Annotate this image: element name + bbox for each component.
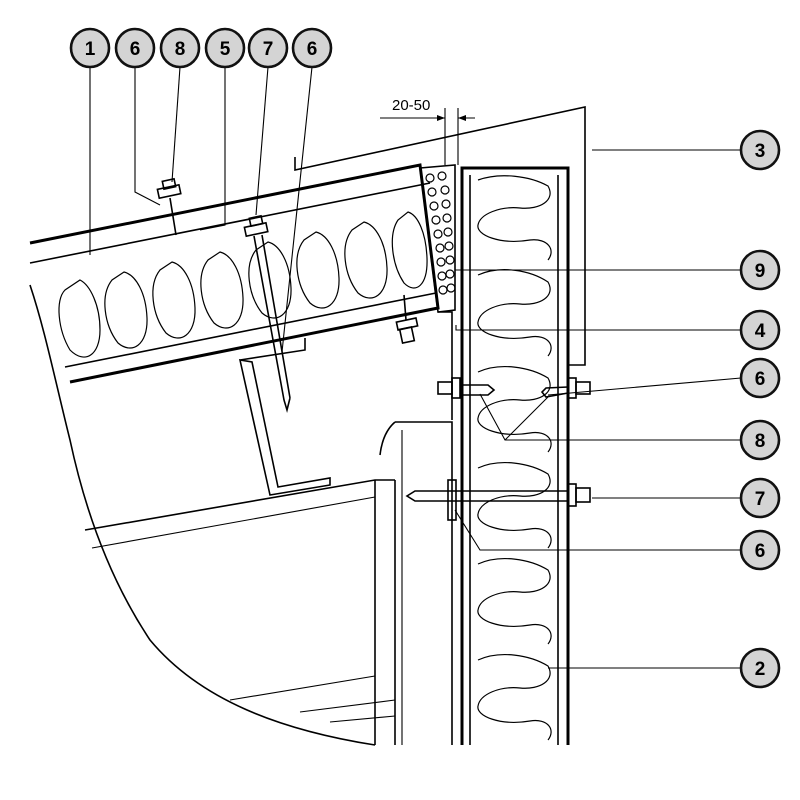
callout-right-8: 2: [739, 647, 781, 689]
roof-through-screw: [243, 214, 291, 414]
wall-through-bolt: [405, 479, 591, 521]
callout-top-3: 8: [159, 27, 201, 69]
svg-text:6: 6: [755, 369, 766, 390]
svg-text:9: 9: [755, 261, 766, 282]
svg-text:8: 8: [755, 431, 766, 452]
wall-insulation: [477, 175, 552, 741]
callout-top-1: 1: [69, 27, 111, 69]
svg-text:2: 2: [755, 659, 766, 680]
svg-text:4: 4: [755, 321, 766, 342]
leader-lines: [89, 66, 742, 669]
svg-text:5: 5: [220, 39, 231, 60]
callout-top-2: 6: [114, 27, 156, 69]
wall-screw-left: [437, 377, 496, 399]
svg-text:8: 8: [175, 39, 186, 60]
svg-text:6: 6: [755, 541, 766, 562]
steel-column: [379, 421, 453, 745]
svg-text:1: 1: [85, 39, 96, 60]
callout-right-3: 4: [739, 309, 781, 351]
svg-text:7: 7: [755, 489, 766, 510]
callout-right-5: 8: [739, 419, 781, 461]
callout-top-4: 5: [204, 27, 246, 69]
svg-text:7: 7: [263, 39, 274, 60]
wall-sandwich-panel: [460, 166, 570, 745]
roof-screw-top: [156, 177, 182, 236]
callout-right-4: 6: [739, 357, 781, 399]
dimension-gap: 20-50: [380, 97, 475, 165]
roof-insulation: [58, 211, 428, 358]
wall-screw-right: [540, 377, 591, 399]
steel-beam: [84, 479, 396, 745]
svg-text:6: 6: [130, 39, 141, 60]
foam-filler: [419, 164, 456, 313]
break-line: [29, 284, 376, 746]
callout-right-2: 9: [739, 249, 781, 291]
ridge-flashing: [294, 106, 586, 366]
svg-text:6: 6: [307, 39, 318, 60]
callout-right-6: 7: [739, 477, 781, 519]
callout-right-1: 3: [739, 129, 781, 171]
roof-stitch-screw: [395, 294, 419, 345]
dimension-label: 20-50: [392, 97, 430, 114]
roof-sandwich-panel: [29, 163, 440, 384]
callout-top-5: 7: [247, 27, 289, 69]
z-purlin: [238, 338, 331, 496]
svg-text:3: 3: [755, 141, 766, 162]
callout-right-7: 6: [739, 529, 781, 571]
callout-top-6: 6: [291, 27, 333, 69]
corner-bracket: [438, 311, 453, 420]
